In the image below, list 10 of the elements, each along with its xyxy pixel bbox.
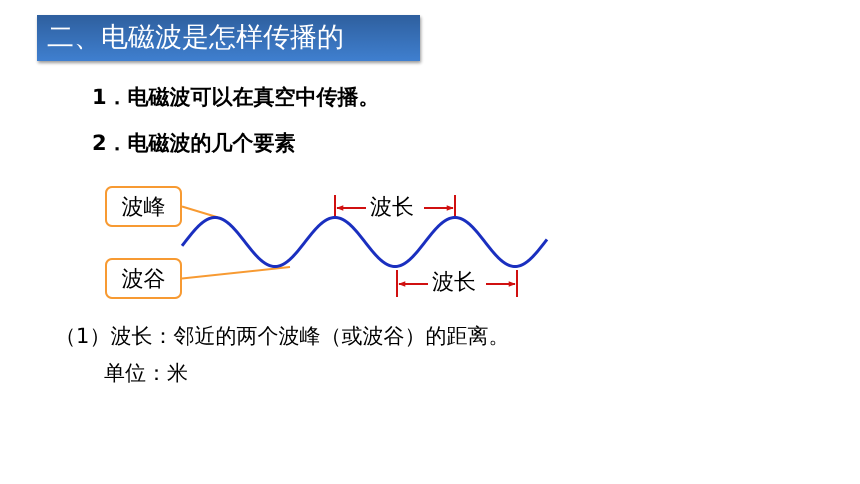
callout-box: 波谷 [105,258,182,299]
title-banner: 二、电磁波是怎样传播的 [37,15,420,61]
list-item: 2．电磁波的几个要素 [92,131,296,156]
definition-text: （1）波长：邻近的两个波峰（或波谷）的距离。 [55,324,510,350]
callout-box: 波峰 [105,186,182,227]
list-item: 1．电磁波可以在真空中传播。 [92,85,380,110]
dimension-label: 波长 [370,195,414,222]
unit-text: 单位：米 [104,361,188,386]
leader-line [182,266,290,280]
dimension-label: 波长 [432,270,476,296]
